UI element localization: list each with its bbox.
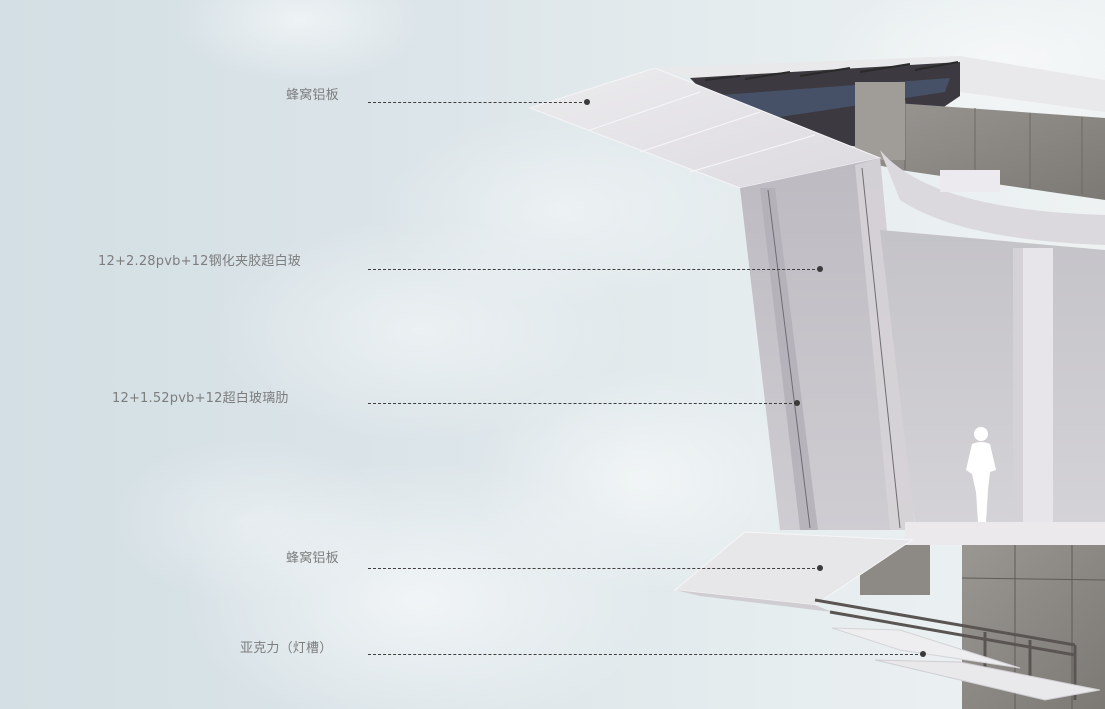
leader-dot — [920, 651, 926, 657]
leader-line — [368, 568, 820, 569]
leader-dot — [584, 99, 590, 105]
acrylic-light-slot — [831, 627, 1021, 669]
annotation-label: 蜂窝铝板 — [286, 551, 339, 566]
leader-line — [368, 654, 923, 655]
leader-line — [368, 269, 820, 270]
annotation-label: 蜂窝铝板 — [286, 88, 339, 103]
floor-slab — [905, 522, 1105, 545]
annotation-label: 亚克力（灯槽） — [240, 641, 333, 656]
leader-line — [368, 403, 797, 404]
annotation-label: 12+1.52pvb+12超白玻璃肋 — [112, 391, 289, 406]
glass-box — [740, 158, 1105, 530]
leader-dot — [817, 565, 823, 571]
leader-dot — [817, 266, 823, 272]
leader-line — [368, 102, 587, 103]
annotation-label: 12+2.28pvb+12钢化夹胶超白玻 — [98, 254, 302, 269]
leader-dot — [794, 400, 800, 406]
human-scale-figure — [966, 427, 996, 522]
